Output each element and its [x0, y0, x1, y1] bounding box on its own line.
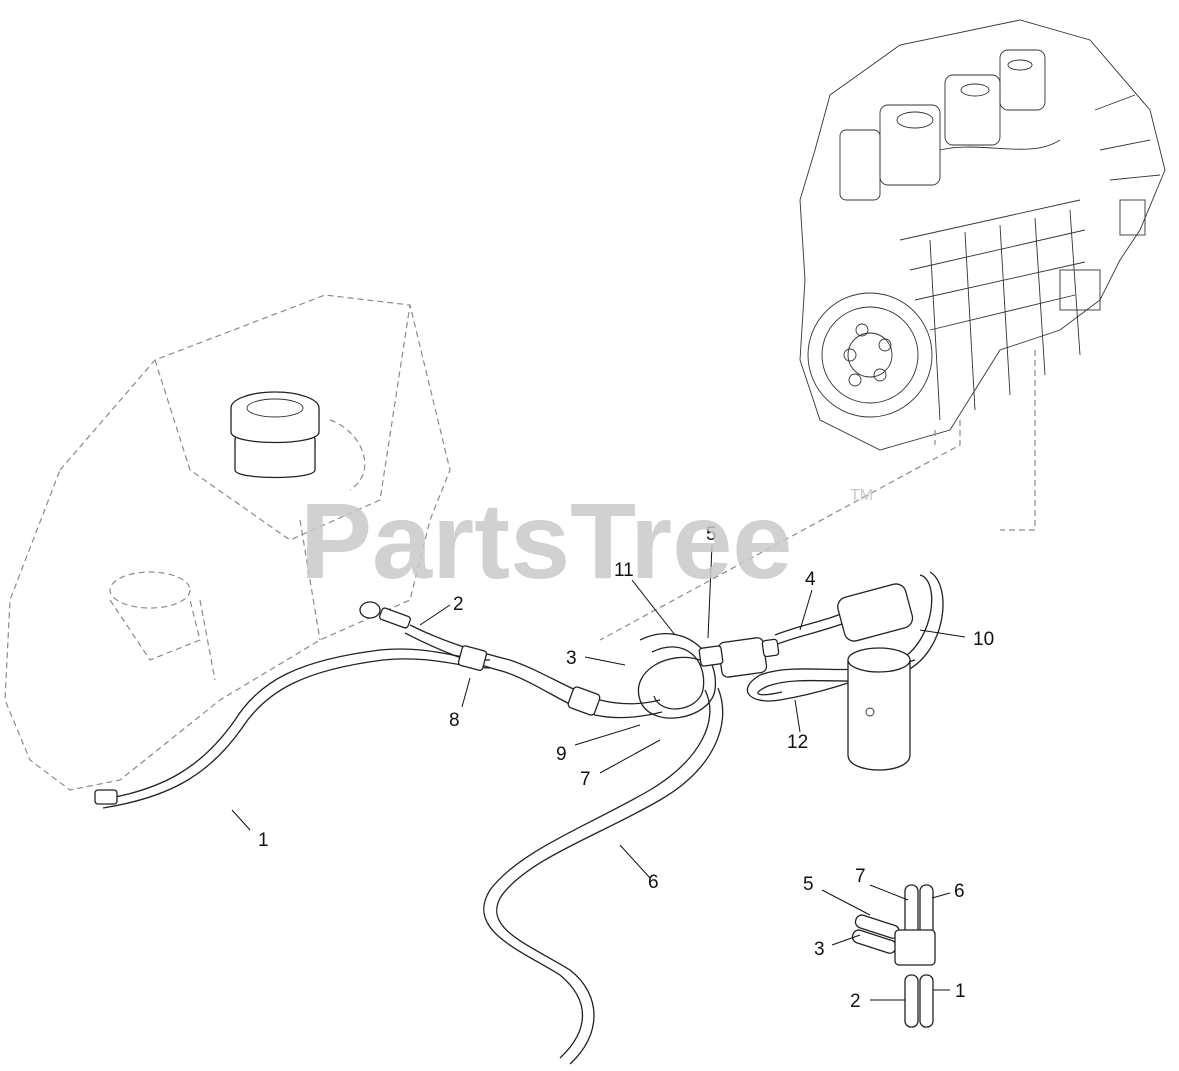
watermark-trademark: TM	[850, 487, 873, 504]
watermark: PartsTree TM	[300, 480, 873, 601]
callout-4: 4	[805, 569, 816, 590]
callout-6: 6	[648, 872, 659, 893]
callout-5: 5	[706, 524, 717, 545]
detail-callout-5: 5	[803, 874, 814, 895]
engine	[799, 19, 1166, 451]
callout-12: 12	[787, 732, 808, 753]
phantom-lines	[599, 350, 1036, 641]
callout-3: 3	[566, 648, 577, 669]
watermark-text: PartsTree	[300, 480, 792, 601]
callout-numbers: 1 2 3 4 5 6 7 8 9 10 11 12 1 2 3 5 6 7	[258, 524, 994, 1012]
callout-1: 1	[258, 830, 269, 851]
leader-lines	[231, 544, 966, 1001]
fitting-detail	[851, 884, 936, 1028]
callout-11: 11	[614, 560, 634, 581]
detail-callout-1: 1	[955, 981, 966, 1002]
fuel-tank	[4, 294, 451, 791]
detail-callout-2: 2	[850, 991, 861, 1012]
fuel-cap	[230, 391, 320, 479]
detail-callout-6: 6	[954, 881, 965, 902]
callout-9: 9	[556, 744, 567, 765]
water-separator	[837, 583, 914, 771]
fuel-hoses	[99, 571, 944, 1065]
callout-7: 7	[580, 769, 591, 790]
detail-callout-7: 7	[855, 866, 866, 887]
tank-fittings	[94, 601, 601, 805]
inline-fuel-filter	[698, 637, 780, 678]
callout-2: 2	[453, 594, 464, 615]
detail-callout-3: 3	[814, 939, 825, 960]
callout-8: 8	[449, 710, 460, 731]
callout-10: 10	[973, 629, 994, 650]
